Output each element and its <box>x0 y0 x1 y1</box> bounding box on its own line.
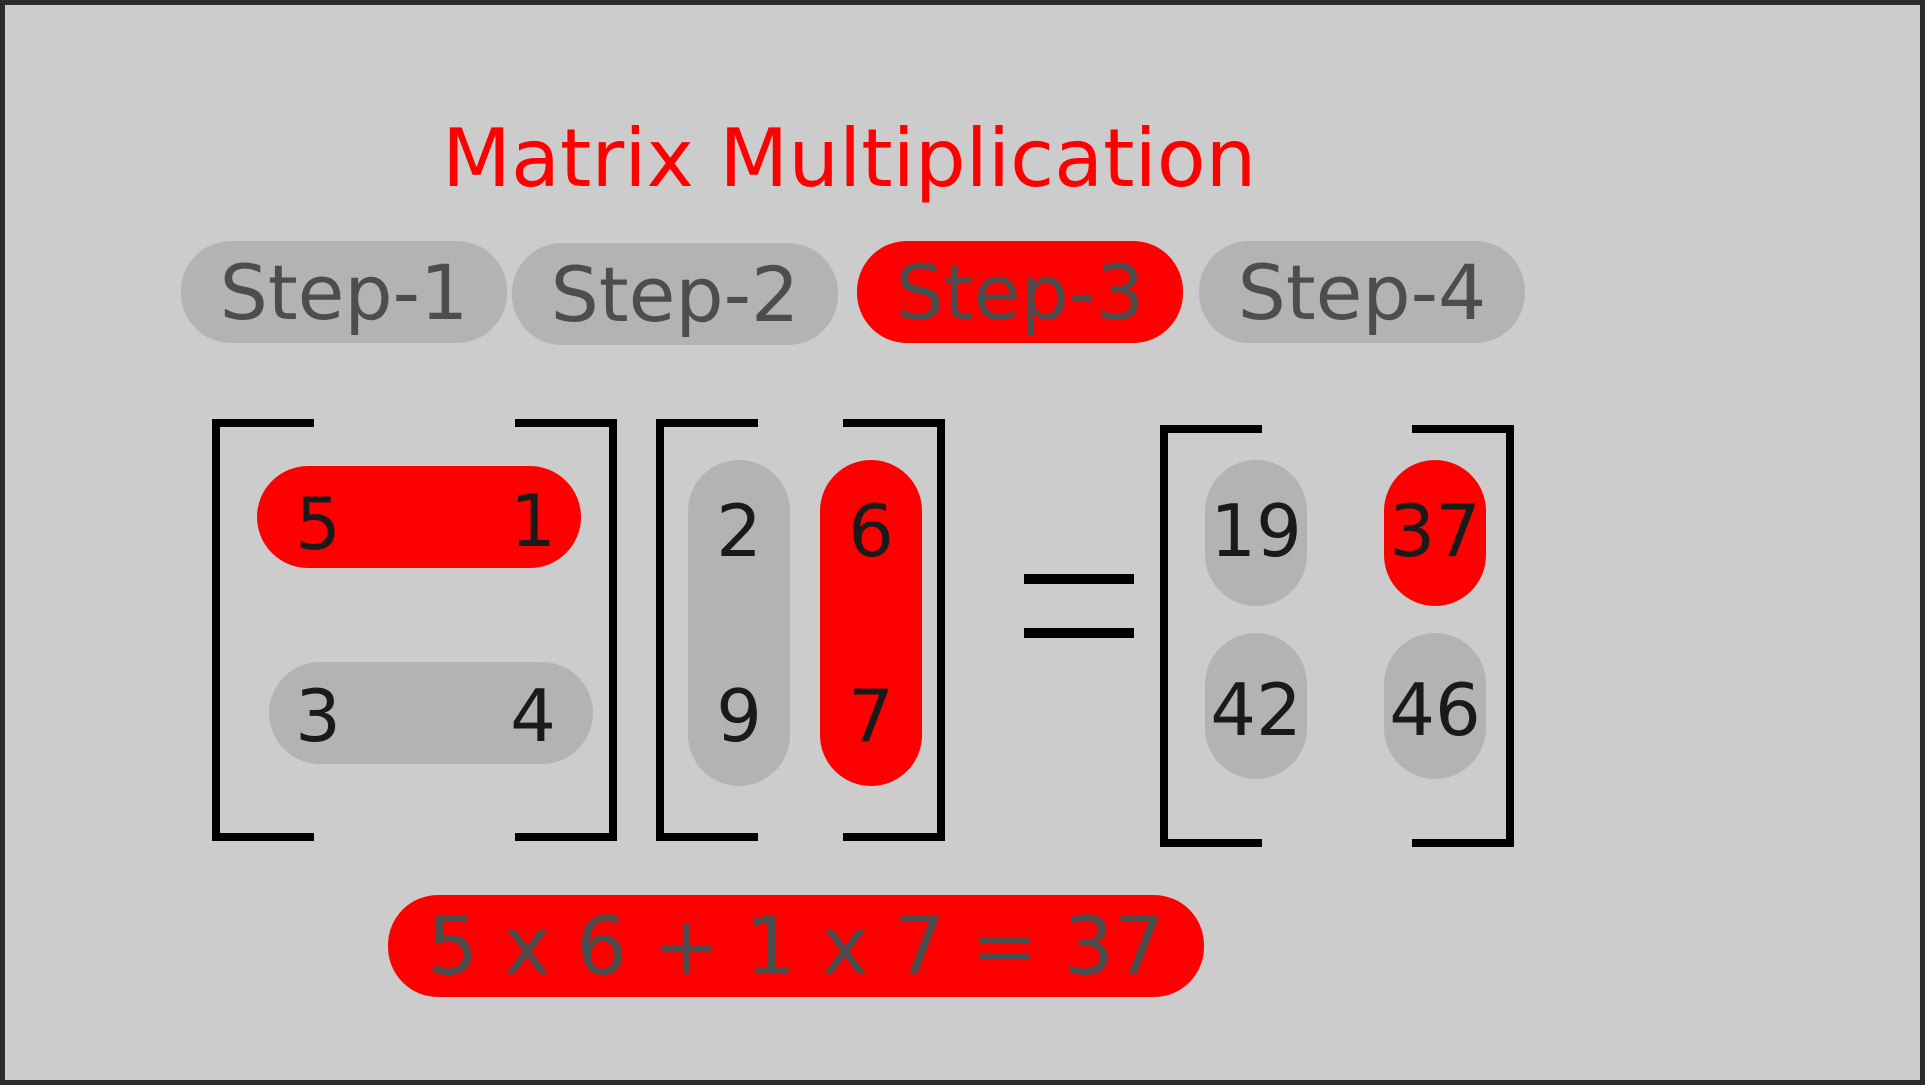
result-cell-1-2-highlight <box>1384 460 1486 606</box>
matrix-a-cell-2-2: 4 <box>510 674 556 758</box>
tab-step-2[interactable]: Step-2 <box>512 243 838 345</box>
result-cell-2-1-highlight <box>1205 633 1307 779</box>
matrix-a-row-1-highlight <box>257 466 581 568</box>
diagram-canvas: Matrix Multiplication Step-1 Step-2 Step… <box>5 5 1920 1080</box>
result-cell-1-1-highlight <box>1205 460 1307 606</box>
tab-step-4[interactable]: Step-4 <box>1199 241 1525 343</box>
page-title: Matrix Multiplication <box>442 112 1257 205</box>
result-cell-1-2: 37 <box>1389 489 1481 573</box>
matrix-a-cell-2-1: 3 <box>295 674 341 758</box>
result-cell-2-1: 42 <box>1210 668 1302 752</box>
result-matrix-left-bracket <box>1160 425 1262 847</box>
matrix-b-cell-1-2: 6 <box>848 489 894 573</box>
matrix-b-left-bracket <box>656 419 758 841</box>
matrix-b-col-1-highlight <box>688 460 790 786</box>
formula-banner: 5 x 6 + 1 x 7 = 37 <box>388 895 1204 997</box>
result-cell-2-2-highlight <box>1384 633 1486 779</box>
matrix-b-cell-2-2: 7 <box>848 674 894 758</box>
result-matrix-right-bracket <box>1412 425 1514 847</box>
matrix-a-left-bracket <box>212 419 314 841</box>
result-cell-1-1: 19 <box>1210 489 1302 573</box>
matrix-a-row-2-highlight <box>269 662 593 764</box>
equals-sign-bottom-bar <box>1024 628 1134 638</box>
matrix-b-right-bracket <box>843 419 945 841</box>
equals-sign-top-bar <box>1024 574 1134 584</box>
result-cell-2-2: 46 <box>1389 668 1481 752</box>
matrix-b-cell-2-1: 9 <box>716 674 762 758</box>
matrix-b-col-2-highlight <box>820 460 922 786</box>
tab-step-1[interactable]: Step-1 <box>181 241 507 343</box>
tab-step-3[interactable]: Step-3 <box>857 241 1183 343</box>
matrix-a-cell-1-2: 1 <box>510 479 556 563</box>
matrix-b-cell-1-1: 2 <box>716 489 762 573</box>
matrix-a-right-bracket <box>515 419 617 841</box>
matrix-a-cell-1-1: 5 <box>295 482 341 566</box>
